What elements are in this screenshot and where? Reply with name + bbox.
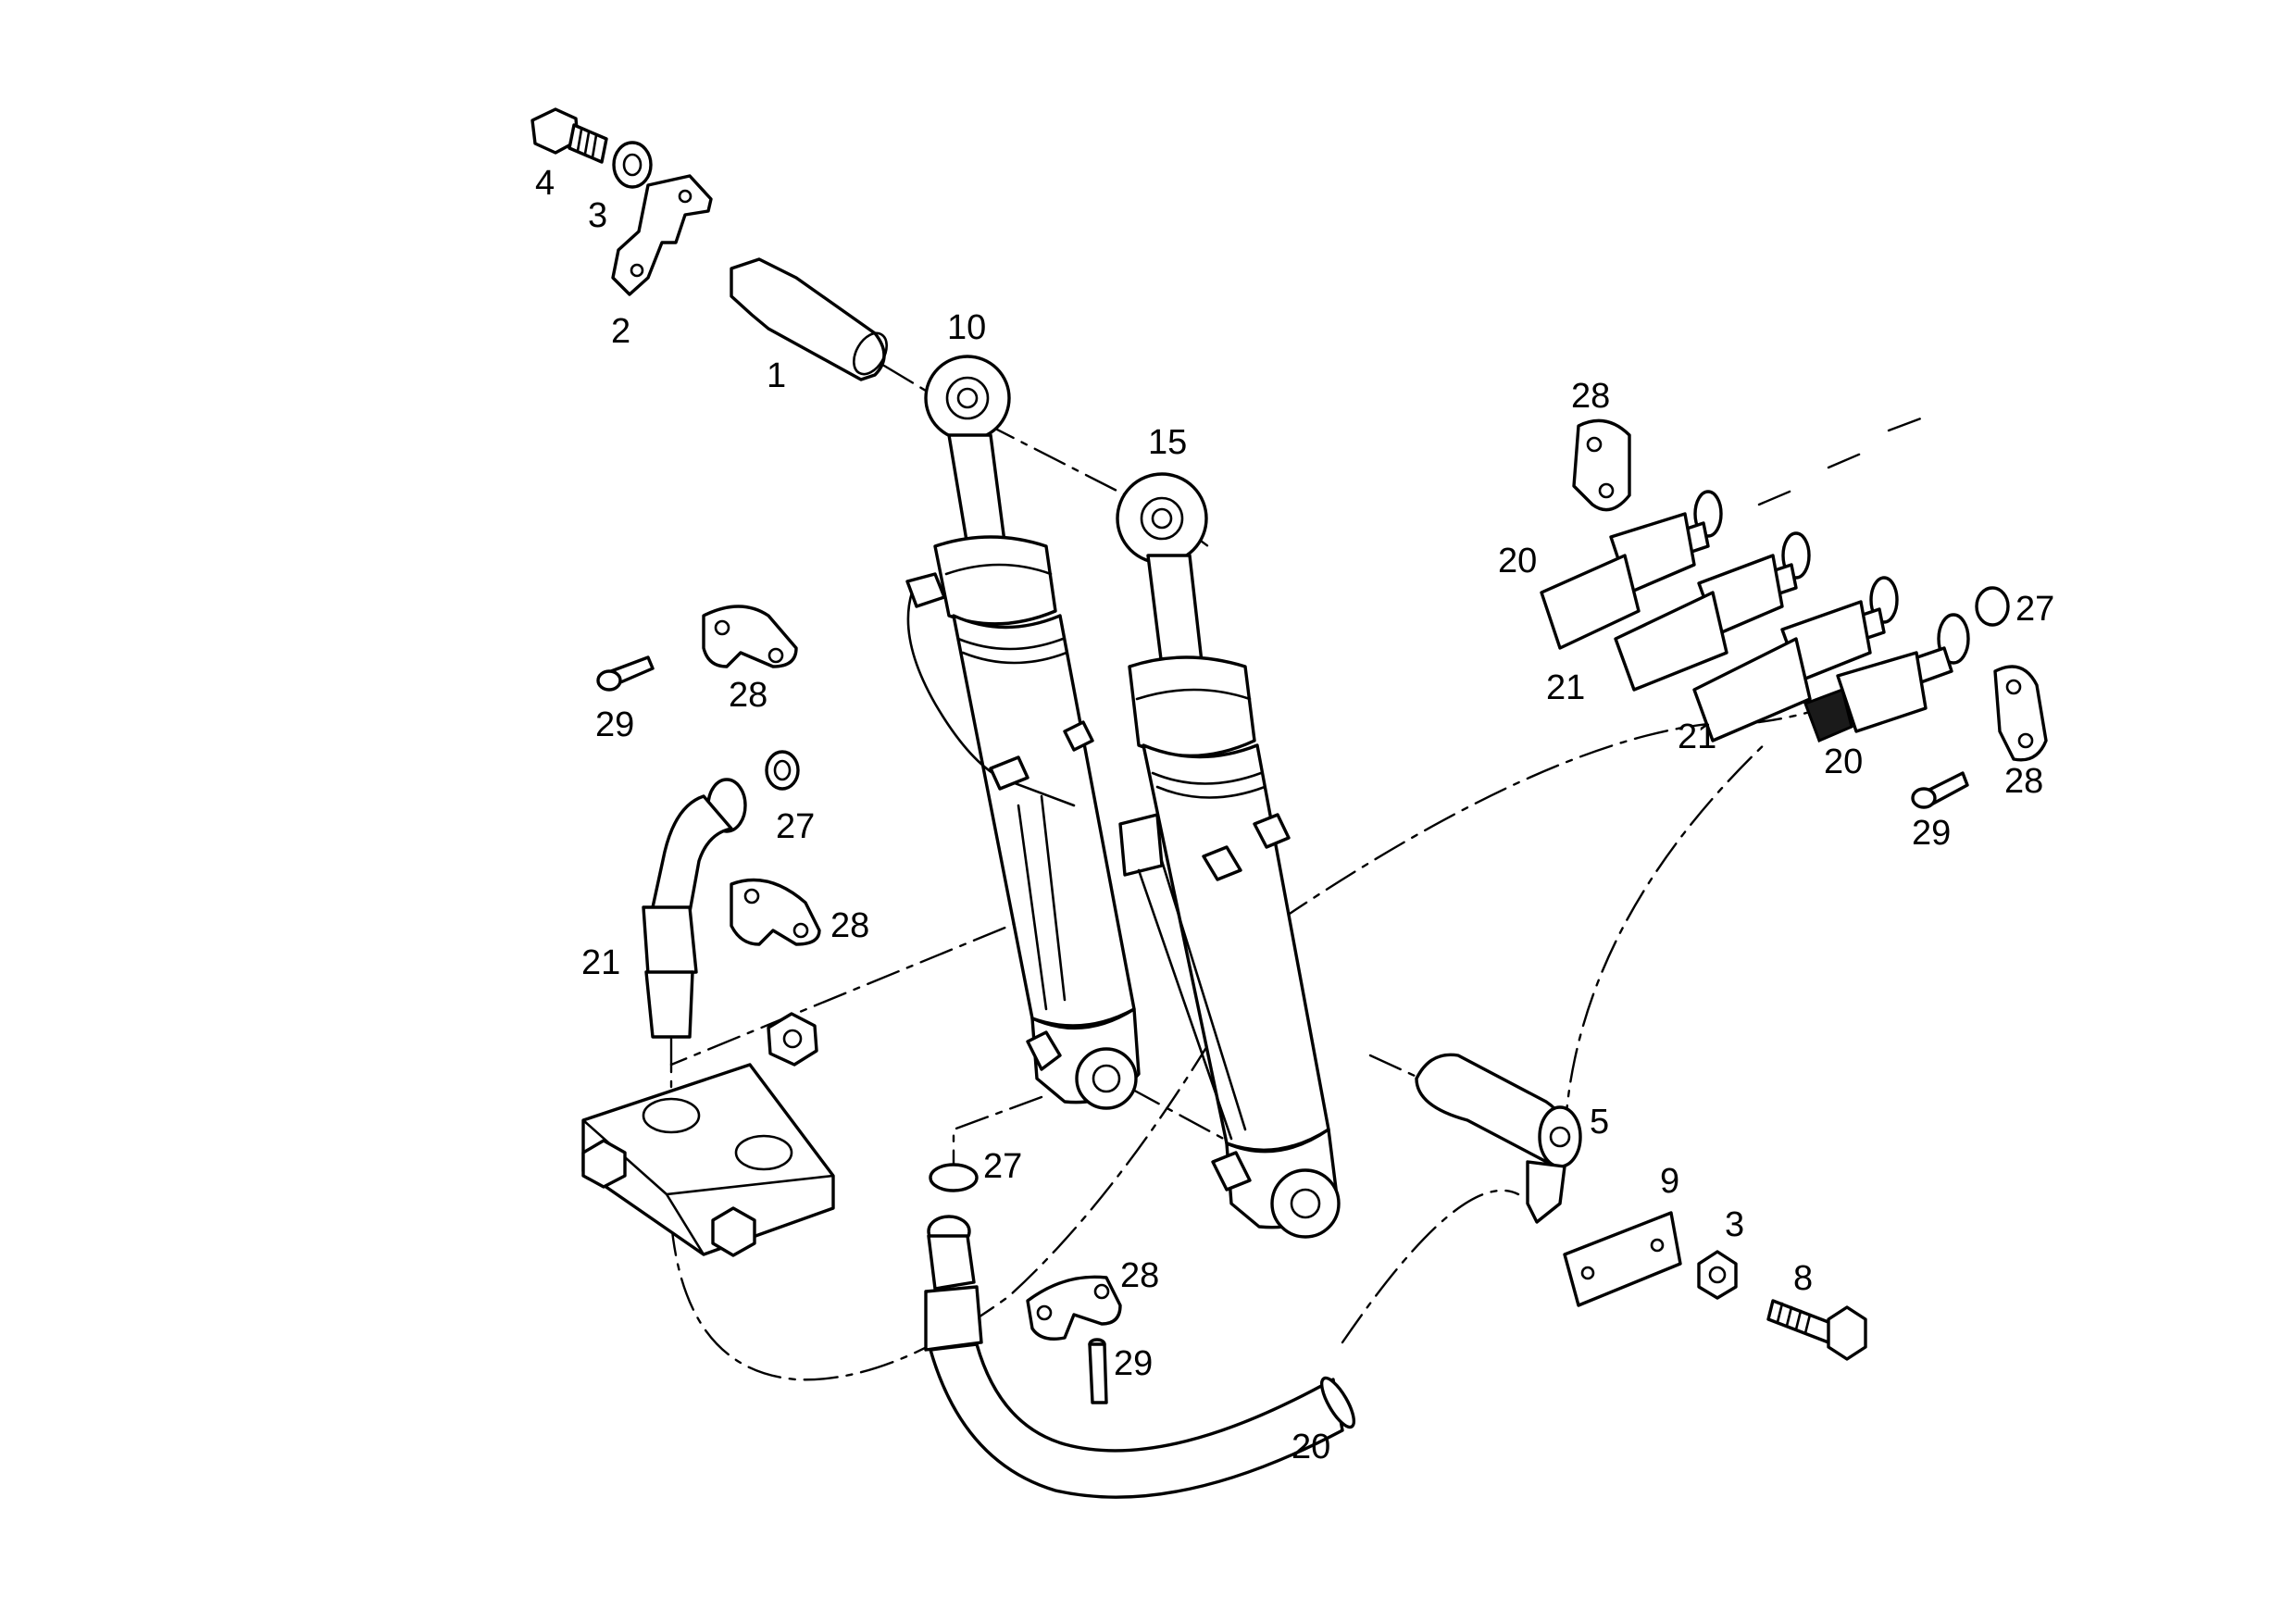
callout-label: 15 bbox=[1148, 423, 1187, 462]
block-left bbox=[581, 1063, 835, 1257]
callout-label: 28 bbox=[2004, 762, 2043, 801]
callout-label: 5 bbox=[1590, 1103, 1609, 1142]
hose-21-mid-right-a bbox=[1614, 531, 1811, 692]
callout-label: 4 bbox=[535, 164, 555, 203]
callout-label: 8 bbox=[1793, 1259, 1813, 1298]
clamp-28-bottom bbox=[1026, 1275, 1122, 1341]
callout-label: 3 bbox=[588, 196, 607, 235]
hose-20-upper-right bbox=[1540, 490, 1723, 650]
callout-label: 27 bbox=[776, 807, 815, 846]
screw-29-right bbox=[1911, 771, 1969, 809]
clamp-28-upper-left bbox=[702, 605, 798, 668]
hose-20-right-fitting bbox=[1803, 613, 1970, 742]
callout-label: 21 bbox=[1546, 668, 1585, 707]
callout-label: 20 bbox=[1292, 1428, 1330, 1466]
callout-label: 28 bbox=[1120, 1256, 1159, 1295]
cylinder-right-15 bbox=[1116, 472, 1341, 1239]
washer-3-bottom bbox=[1697, 1250, 1738, 1300]
washer-3-top bbox=[612, 141, 653, 189]
pin-1 bbox=[730, 257, 888, 381]
callout-label: 27 bbox=[983, 1147, 1022, 1186]
nut-left bbox=[767, 1012, 818, 1067]
callout-label: 9 bbox=[1660, 1162, 1679, 1201]
o-ring-27-bottom bbox=[929, 1163, 979, 1192]
screw-29-bottom bbox=[1088, 1338, 1108, 1404]
callout-label: 20 bbox=[1498, 542, 1537, 580]
callouts: 4 3 2 1 10 15 28 20 21 21 27 20 28 29 29… bbox=[535, 164, 2054, 1466]
o-ring-27-right bbox=[1975, 586, 2010, 627]
clamp-28-lower-right bbox=[1993, 665, 2048, 762]
callout-label: 29 bbox=[595, 705, 634, 744]
o-ring-27-left bbox=[765, 750, 800, 791]
callout-label: 28 bbox=[1571, 377, 1610, 416]
bracket-2 bbox=[611, 174, 713, 296]
plate-9 bbox=[1563, 1211, 1682, 1307]
pin-5 bbox=[1415, 1053, 1582, 1224]
hose-21-mid-right-b bbox=[1692, 576, 1899, 742]
callout-label: 3 bbox=[1725, 1205, 1744, 1244]
callout-label: 1 bbox=[767, 356, 786, 395]
clamp-28-top-right bbox=[1572, 418, 1631, 512]
callout-label: 29 bbox=[1114, 1344, 1153, 1383]
callout-label: 21 bbox=[581, 943, 620, 982]
bolt-4 bbox=[530, 107, 608, 164]
hose-21-left bbox=[642, 778, 747, 1039]
callout-label: 2 bbox=[611, 312, 630, 351]
cylinder-left-10 bbox=[905, 355, 1141, 1110]
callout-label: 28 bbox=[830, 906, 869, 945]
callout-label: 21 bbox=[1678, 717, 1716, 756]
callout-label: 27 bbox=[2015, 590, 2054, 629]
callout-label: 10 bbox=[947, 308, 986, 347]
callout-label: 28 bbox=[729, 676, 767, 715]
clamp-28-mid-left bbox=[730, 878, 821, 946]
hose-20-bottom bbox=[924, 1215, 1356, 1499]
callout-label: 29 bbox=[1912, 814, 1951, 853]
bolt-8 bbox=[1766, 1299, 1867, 1361]
callout-label: 20 bbox=[1824, 742, 1863, 781]
screw-29-left bbox=[596, 655, 655, 692]
